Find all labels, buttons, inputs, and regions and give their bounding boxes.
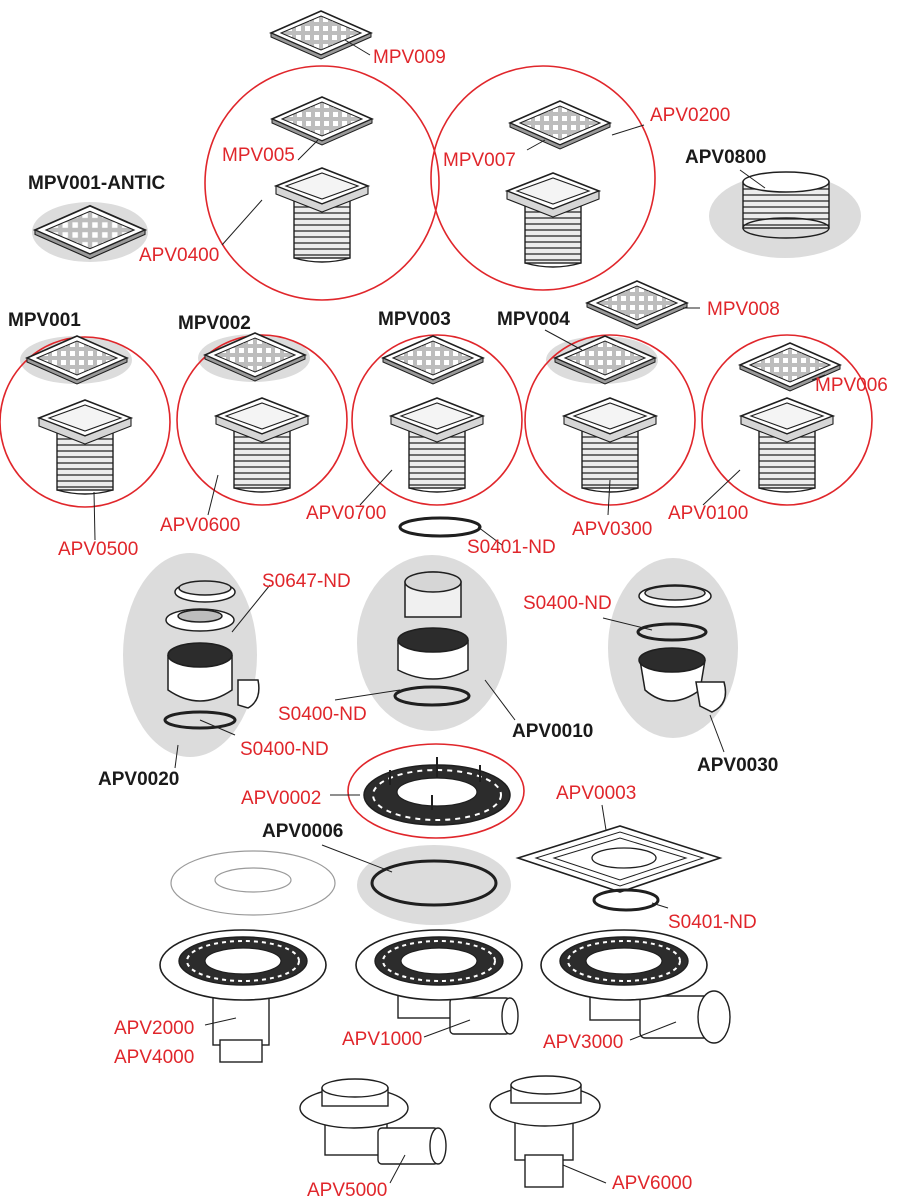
label-APV0800: APV0800 bbox=[685, 147, 767, 168]
square-flange-APV0003 bbox=[515, 825, 723, 912]
label-APV0030: APV0030 bbox=[697, 755, 779, 776]
ring-APV0800 bbox=[742, 171, 830, 239]
label-APV3000: APV3000 bbox=[543, 1032, 624, 1053]
label-APV0300: APV0300 bbox=[572, 519, 653, 540]
label-S0401-ND: S0401-ND bbox=[467, 537, 556, 558]
label-MPV008: MPV008 bbox=[707, 299, 780, 320]
grate-MPV009 bbox=[270, 10, 372, 60]
body-APV0400 bbox=[275, 167, 369, 263]
label-APV0600: APV0600 bbox=[160, 515, 241, 536]
body-APV0200 bbox=[506, 172, 600, 268]
label-APV0006: APV0006 bbox=[262, 821, 344, 842]
siphon-APV0020 bbox=[163, 580, 260, 730]
grate-MPV003 bbox=[382, 335, 484, 385]
label-APV6000: APV6000 bbox=[612, 1173, 693, 1194]
label-MPV004: MPV004 bbox=[497, 309, 570, 330]
label-APV5000: APV5000 bbox=[307, 1180, 388, 1201]
label-S0647-ND: S0647-ND bbox=[262, 571, 351, 592]
label-APV0002: APV0002 bbox=[241, 788, 322, 809]
grate-MPV007 bbox=[509, 100, 611, 150]
siphon-APV0010 bbox=[393, 571, 471, 707]
body-APV0500 bbox=[38, 399, 132, 495]
label-S0400-ND: S0400-ND bbox=[278, 704, 367, 725]
leader-lines bbox=[93, 39, 826, 1184]
drain-APV6000 bbox=[489, 1075, 601, 1188]
siphon-APV0030 bbox=[636, 584, 727, 713]
label-MPV009: MPV009 bbox=[373, 47, 446, 68]
label-MPV007: MPV007 bbox=[443, 150, 516, 171]
label-MPV002: MPV002 bbox=[178, 313, 251, 334]
label-APV0500: APV0500 bbox=[58, 539, 139, 560]
body-APV0700 bbox=[390, 397, 484, 493]
drain-APV2000 bbox=[159, 929, 327, 1063]
label-APV0700: APV0700 bbox=[306, 503, 387, 524]
body-APV0600 bbox=[215, 397, 309, 493]
label-S0401-ND: S0401-ND bbox=[668, 912, 757, 933]
body-APV0100 bbox=[740, 397, 834, 493]
label-APV2000: APV2000 bbox=[114, 1018, 195, 1039]
ring-APV0006 bbox=[370, 859, 498, 907]
label-APV0020: APV0020 bbox=[98, 769, 180, 790]
grate-MPV005 bbox=[271, 96, 373, 146]
label-MPV003: MPV003 bbox=[378, 309, 451, 330]
drain-APV3000 bbox=[540, 929, 731, 1044]
label-MPV006: MPV006 bbox=[815, 375, 888, 396]
label-S0400-ND: S0400-ND bbox=[240, 739, 329, 760]
drain-APV1000 bbox=[355, 929, 523, 1035]
label-APV0400: APV0400 bbox=[139, 245, 220, 266]
label-APV4000: APV4000 bbox=[114, 1047, 195, 1068]
body-APV0300 bbox=[563, 397, 657, 493]
label-APV1000: APV1000 bbox=[342, 1029, 423, 1050]
drain-APV5000 bbox=[299, 1078, 447, 1165]
label-MPV005: MPV005 bbox=[222, 145, 295, 166]
label-MPV001-ANTIC: MPV001-ANTIC bbox=[28, 173, 166, 194]
grate-MPV008 bbox=[586, 280, 688, 330]
seal-S0401-ND bbox=[398, 516, 482, 538]
label-MPV001: MPV001 bbox=[8, 310, 81, 331]
clamp-ring-APV0002 bbox=[363, 757, 511, 826]
label-APV0003: APV0003 bbox=[556, 783, 637, 804]
label-S0400-ND: S0400-ND bbox=[523, 593, 612, 614]
group-bg bbox=[357, 845, 511, 925]
label-APV0200: APV0200 bbox=[650, 105, 731, 126]
label-APV0100: APV0100 bbox=[668, 503, 749, 524]
membrane-disc bbox=[170, 850, 336, 916]
label-APV0010: APV0010 bbox=[512, 721, 594, 742]
